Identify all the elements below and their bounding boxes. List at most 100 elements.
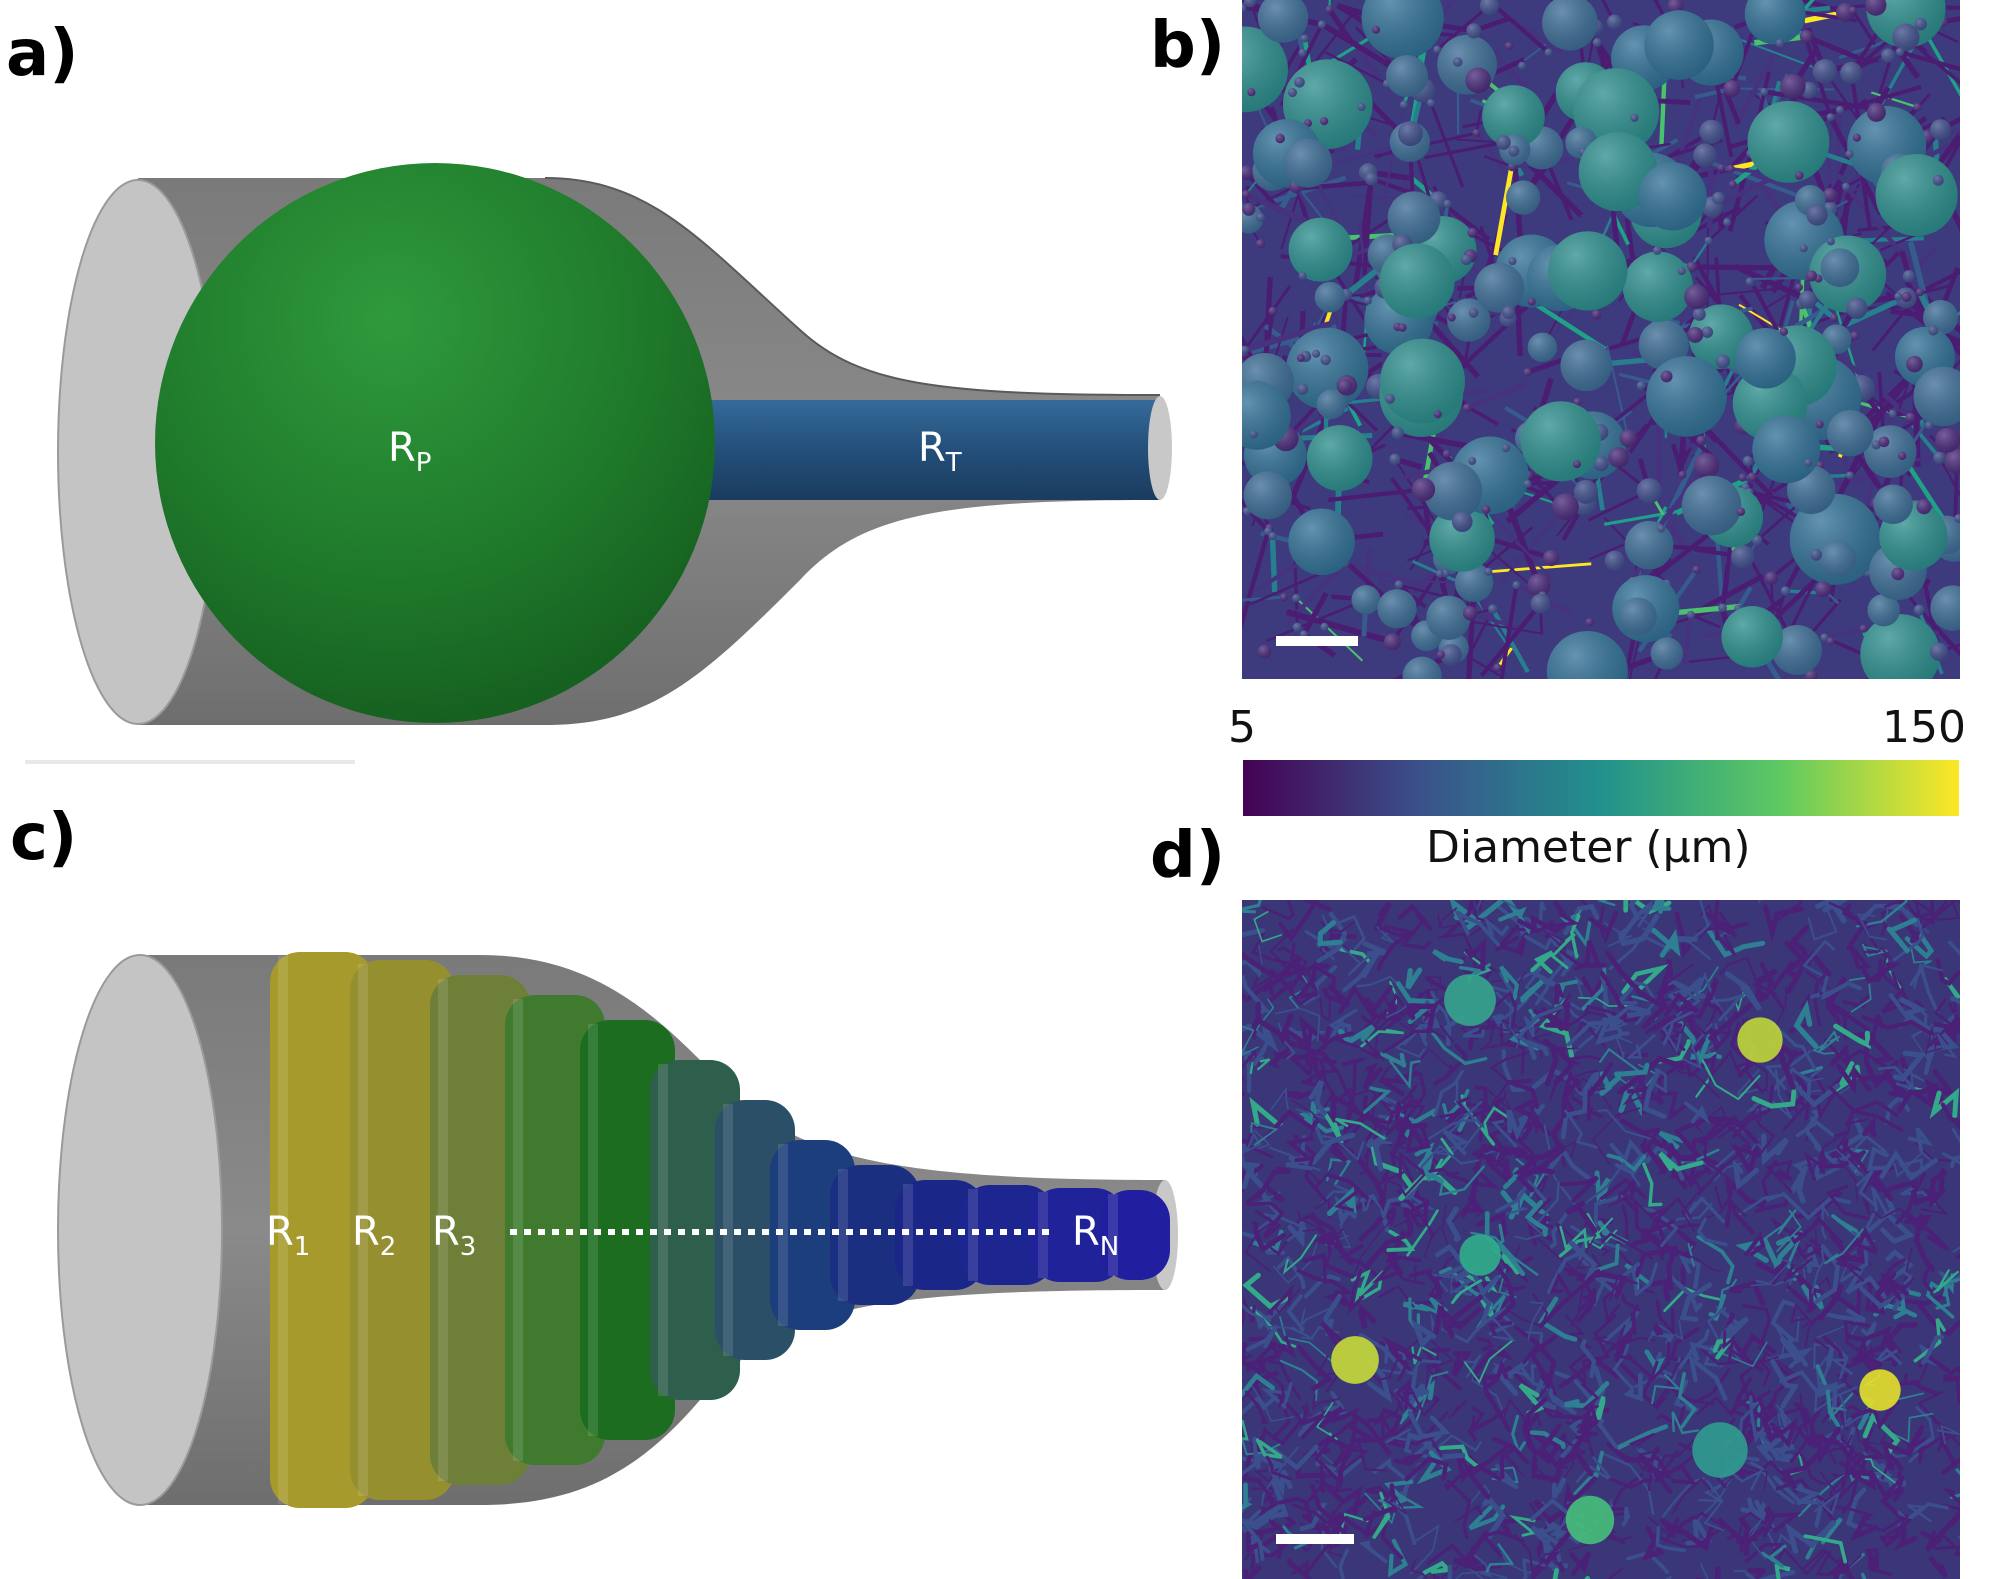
- skeleton-branch: [1857, 1337, 1879, 1381]
- skeleton-branch: [1333, 1037, 1380, 1059]
- panel-label-b: b): [1150, 9, 1226, 83]
- skeleton-branch: [1761, 1544, 1787, 1569]
- throat-segment: [1243, 320, 1332, 353]
- skeleton-branch: [1696, 1235, 1735, 1285]
- skeleton-branch: [1759, 1160, 1778, 1210]
- throat-segment: [1729, 23, 1758, 90]
- throat-segment: [1699, 421, 1774, 498]
- skeleton-branch: [1580, 975, 1605, 1001]
- skeleton-branch: [1883, 900, 1937, 917]
- skeleton-branch: [1900, 1269, 1913, 1285]
- skeleton-branch: [1576, 1288, 1597, 1323]
- skeleton-branch: [1795, 1228, 1818, 1260]
- skeleton-branch: [1738, 1333, 1776, 1373]
- skeleton-branch: [1936, 1424, 1960, 1445]
- skeleton-branch: [1642, 1162, 1663, 1207]
- skeleton-branch: [1644, 1014, 1677, 1035]
- skeleton-branch: [1552, 1568, 1590, 1579]
- skeleton-branch: [1437, 1305, 1470, 1331]
- skeleton-branch: [1473, 1345, 1514, 1375]
- skeleton-branch: [1264, 1109, 1318, 1140]
- throat-segment: [1899, 49, 1960, 72]
- skeleton-branch: [1383, 1479, 1414, 1508]
- throat-outlet: [1148, 396, 1172, 500]
- skeleton-branch: [1385, 1256, 1404, 1280]
- throat-segment: [1244, 191, 1308, 224]
- colorbar-min-label: 5: [1228, 702, 1256, 753]
- radius-2-base: R: [352, 1209, 380, 1255]
- skeleton-branch: [1695, 1106, 1731, 1134]
- skeleton-branch: [1941, 1488, 1960, 1511]
- skeleton-branch: [1884, 1475, 1905, 1503]
- skeleton-branch: [1245, 1536, 1259, 1563]
- skeleton-branch: [1314, 1433, 1344, 1488]
- skeleton-branch: [1564, 1201, 1598, 1234]
- skeleton-branch: [1674, 911, 1696, 959]
- skeleton-branch: [1377, 1169, 1405, 1196]
- skeleton-branch: [1473, 1359, 1509, 1382]
- skeleton-branch: [1622, 978, 1658, 1026]
- skeleton-branch: [1404, 1456, 1449, 1482]
- skeleton-branch: [1821, 1202, 1830, 1240]
- skeleton-branch: [1642, 1459, 1673, 1494]
- skeleton-branch: [1265, 1455, 1293, 1481]
- skeleton-branch: [1893, 1151, 1932, 1178]
- skeleton-branch: [1853, 1416, 1891, 1445]
- skeleton-branch: [1606, 1442, 1660, 1463]
- skeleton-branch: [1356, 975, 1400, 988]
- skeleton-branch: [1885, 1248, 1914, 1282]
- skeleton-branch: [1245, 1354, 1280, 1372]
- skeleton-branch: [1326, 1485, 1362, 1516]
- throat-segment: [1242, 595, 1285, 602]
- skeleton-branch: [1408, 1268, 1444, 1295]
- skeleton-branch: [1530, 1363, 1556, 1393]
- skeleton-branch: [1530, 950, 1554, 974]
- throat-segment: [1844, 185, 1913, 266]
- skeleton-branch: [1355, 997, 1381, 1038]
- skeleton-branch: [1821, 1130, 1848, 1169]
- skeleton-branch: [1481, 1529, 1525, 1558]
- skeleton-branch: [1903, 1068, 1926, 1086]
- skeleton-branch: [1244, 1390, 1269, 1424]
- throat-segment: [1870, 91, 1918, 109]
- skeleton-branch: [1813, 1491, 1841, 1516]
- throat-segment: [1343, 561, 1430, 590]
- skeleton-branch: [1442, 1088, 1470, 1121]
- skeleton-branch: [1919, 1530, 1944, 1552]
- radius-segment: [1100, 1190, 1170, 1280]
- skeleton-branch: [1910, 947, 1932, 965]
- radius-label-n: RN: [1072, 1212, 1119, 1260]
- skeleton-branch: [1904, 1213, 1932, 1232]
- colorbar: [1243, 760, 1959, 816]
- skeleton-branch: [1476, 1337, 1494, 1352]
- skeleton-branch: [1811, 1249, 1825, 1294]
- skeleton-branch: [1502, 1167, 1519, 1190]
- skeleton-branch: [1451, 1351, 1473, 1377]
- skeleton-branch: [1519, 979, 1545, 1003]
- skeleton-branch: [1741, 1304, 1771, 1344]
- skeleton-branch: [1936, 1033, 1958, 1059]
- skeleton-branch: [1606, 1153, 1647, 1172]
- throat-segment: [1793, 0, 1815, 22]
- skeleton-branch: [1591, 1107, 1641, 1165]
- skeleton-branch: [1334, 1188, 1364, 1212]
- skeleton-branch: [1724, 1194, 1755, 1235]
- skeleton-branch: [1406, 1209, 1439, 1257]
- skeleton-branch: [1279, 1359, 1319, 1401]
- skeleton-branch: [1296, 1345, 1333, 1392]
- skeleton-branch: [1485, 1543, 1515, 1573]
- skeleton-branch: [1528, 1334, 1558, 1380]
- skeleton-branch: [1686, 1138, 1711, 1186]
- skeleton-branch: [1893, 1515, 1918, 1552]
- segmented-inlet: [57, 954, 223, 1506]
- skeleton-branch: [1294, 966, 1318, 1000]
- skeleton-branch: [1256, 1166, 1291, 1199]
- skeleton-branch: [1462, 1027, 1485, 1038]
- skeleton-branch: [1550, 932, 1576, 970]
- skeleton-branch: [1819, 1434, 1853, 1458]
- skeleton-branch: [1264, 1325, 1314, 1340]
- skeleton-branch: [1818, 1150, 1867, 1169]
- skeleton-branch: [1670, 1247, 1722, 1273]
- skeleton-branch: [1502, 1246, 1521, 1275]
- skeleton-branch: [1801, 1314, 1821, 1349]
